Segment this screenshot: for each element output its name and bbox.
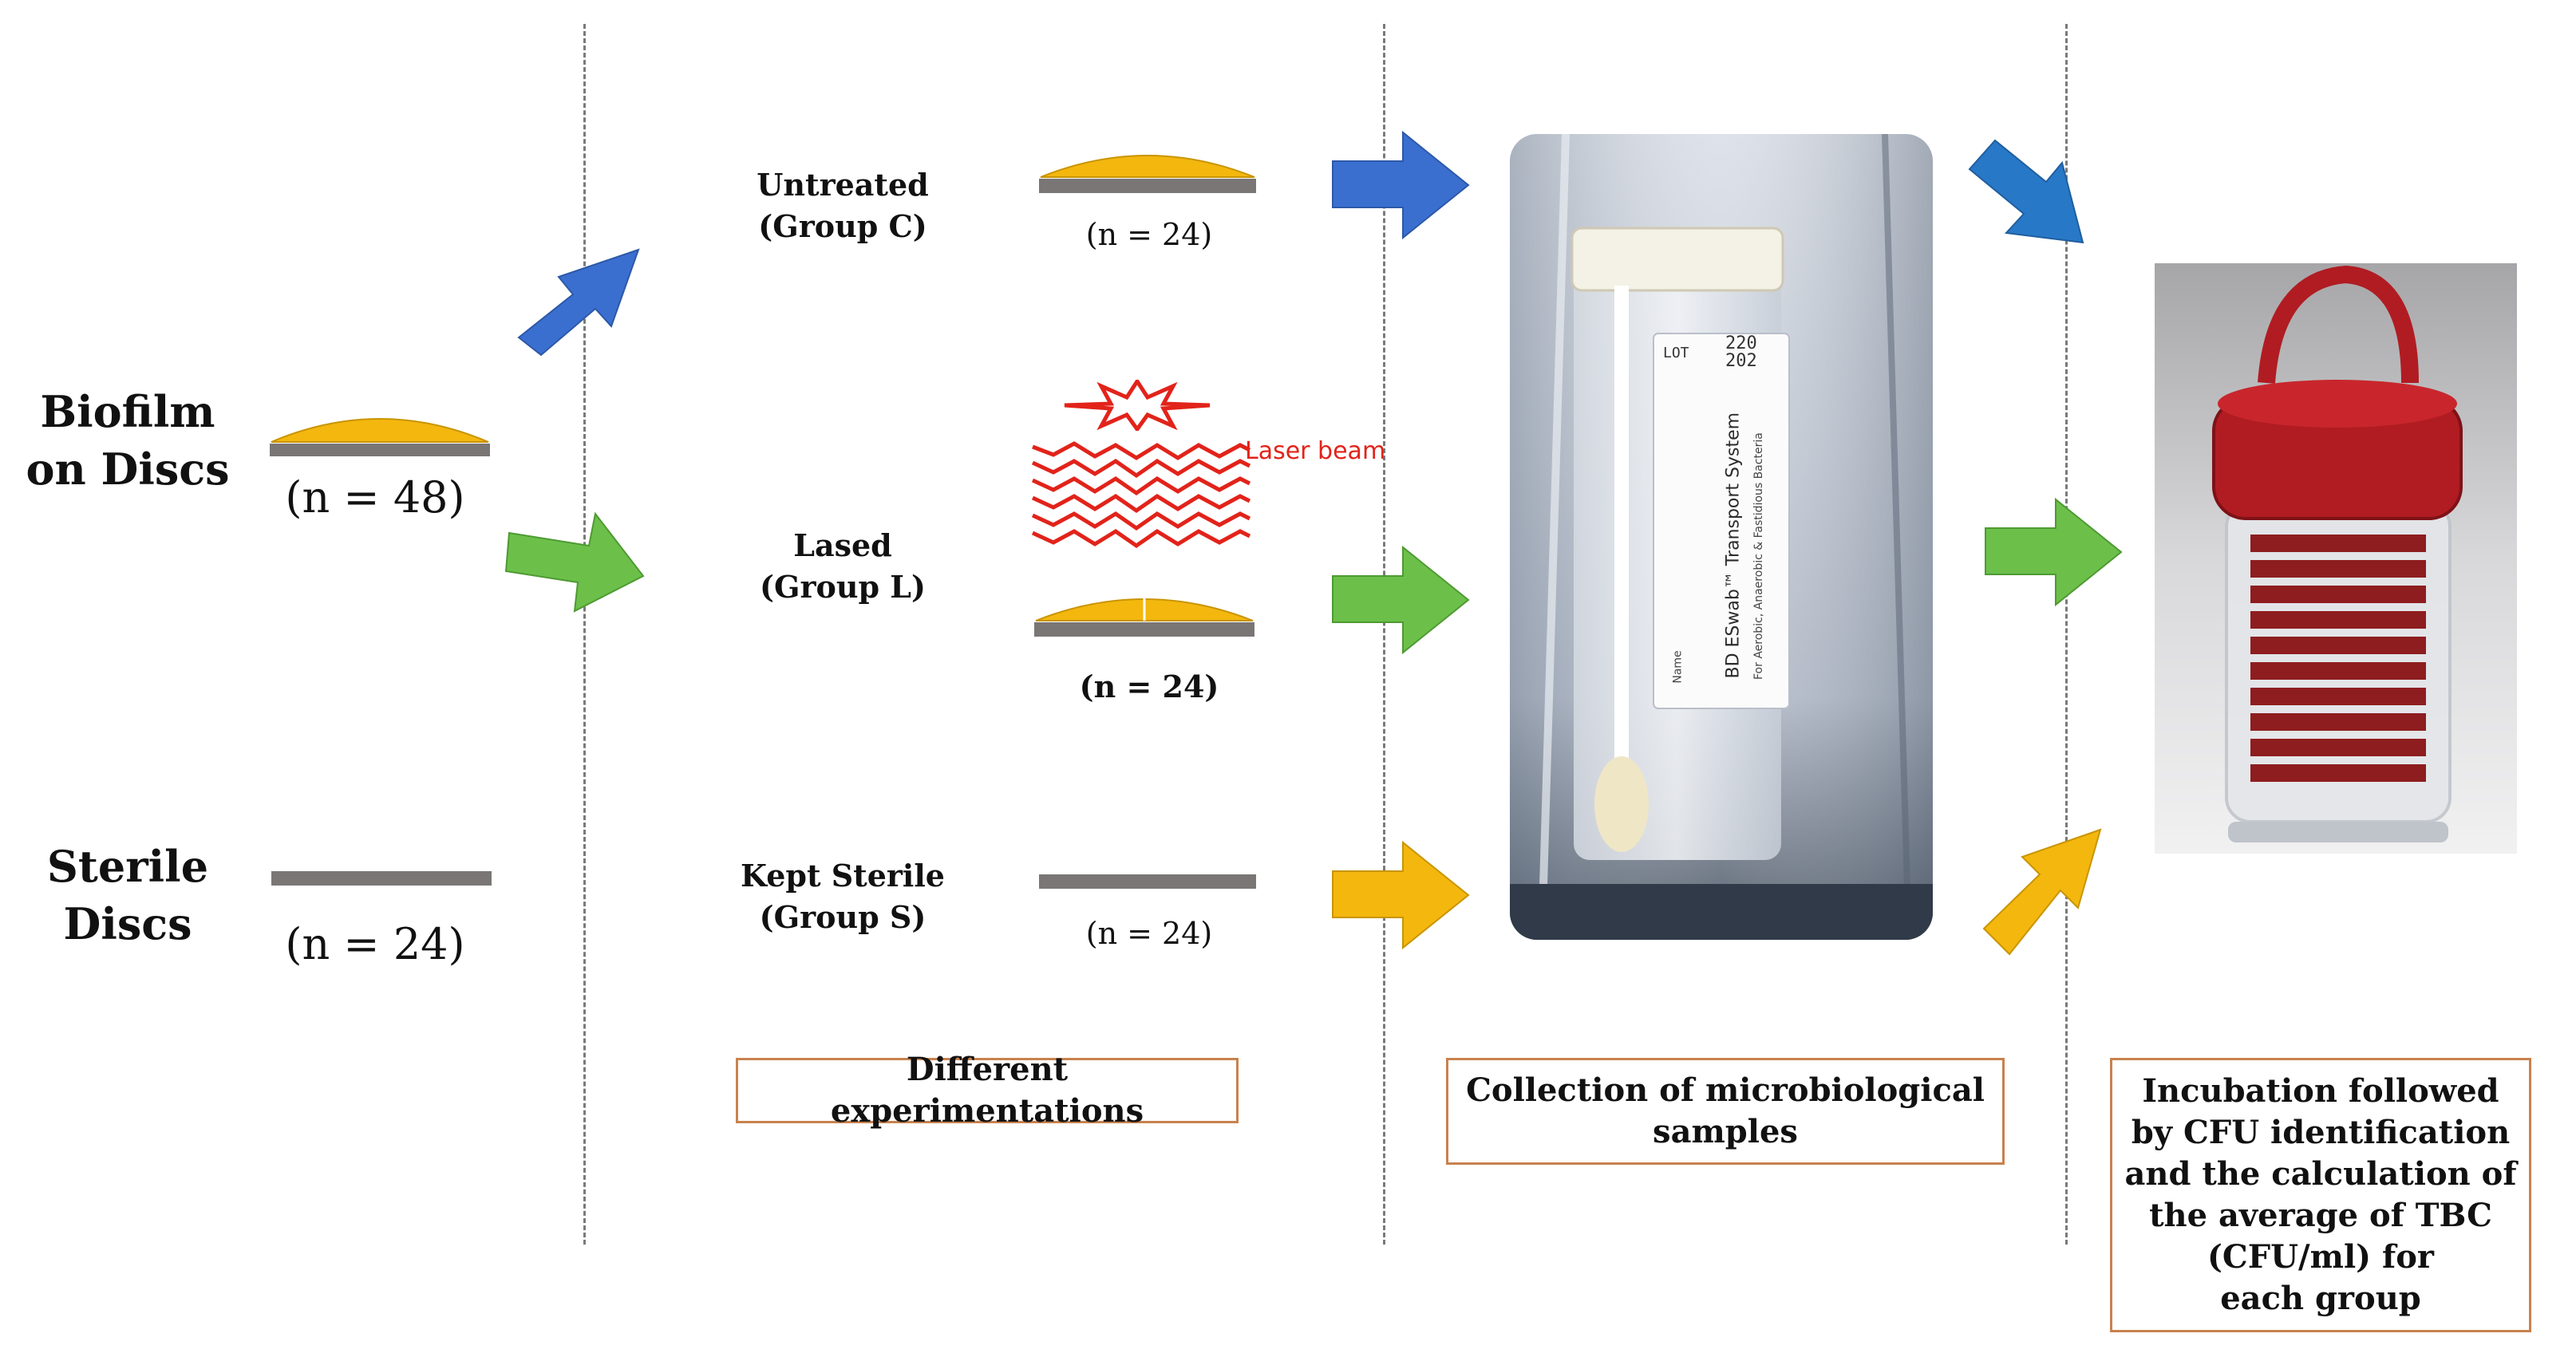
untreated-count: (n = 24): [1085, 217, 1213, 252]
swab-sub-text: For Aerobic, Anaerobic & Fastidious Bact…: [1752, 432, 1765, 680]
blue-arrow-to-jar: [1968, 139, 2084, 244]
laser-star-icon: [1064, 380, 1211, 431]
sterile-label: Sterile Discs: [46, 841, 209, 949]
lased-disc: [1034, 597, 1254, 637]
biofilm-label: Biofilm on Discs: [26, 386, 230, 495]
sterile-disc: [271, 871, 492, 886]
swab-lot: LOT: [1663, 345, 1689, 361]
kept-sterile-label: Kept Sterile (Group S): [741, 858, 945, 935]
kept-sterile-count: (n = 24): [1085, 916, 1213, 951]
untreated-disc: [1039, 155, 1256, 193]
kept-sterile-disc: [1039, 874, 1256, 889]
biofilm-count: (n = 48): [285, 472, 465, 523]
swab-photo: LOT 220 202 BD ESwab™ Transport System F…: [1510, 134, 1933, 940]
green-arrow-to-swab: [1332, 545, 1470, 655]
laser-beam-icon: [1031, 441, 1251, 549]
divider-3: [2065, 24, 2068, 1245]
anaerobic-jar-photo: [2155, 263, 2517, 854]
green-arrow-right: [504, 511, 645, 613]
laser-beam-label: Laser beam: [1245, 437, 1386, 465]
untreated-label: Untreated (Group C): [757, 167, 929, 244]
blue-arrow-up: [517, 248, 640, 357]
yellow-arrow-to-swab: [1332, 840, 1470, 950]
swab-brand-text: BD ESwab™ Transport System: [1723, 412, 1744, 679]
caption-incubation: Incubation followed by CFU identificatio…: [2110, 1058, 2531, 1332]
green-arrow-to-jar: [1985, 497, 2123, 607]
biofilm-disc: [270, 418, 490, 456]
divider-1: [583, 24, 586, 1245]
lased-count: (n = 24): [1079, 669, 1219, 704]
lased-label: Lased (Group L): [760, 527, 926, 605]
caption-collection: Collection of microbiological samples: [1446, 1058, 2005, 1165]
divider-2: [1383, 24, 1385, 1245]
swab-name-text: Name: [1671, 650, 1685, 684]
blue-arrow-to-swab: [1332, 130, 1470, 240]
sterile-count: (n = 24): [285, 919, 465, 969]
swab-lot-number: 220 202: [1725, 333, 1757, 371]
yellow-arrow-to-jar: [1982, 828, 2102, 956]
caption-experimentations: Different experimentations: [736, 1051, 1239, 1130]
